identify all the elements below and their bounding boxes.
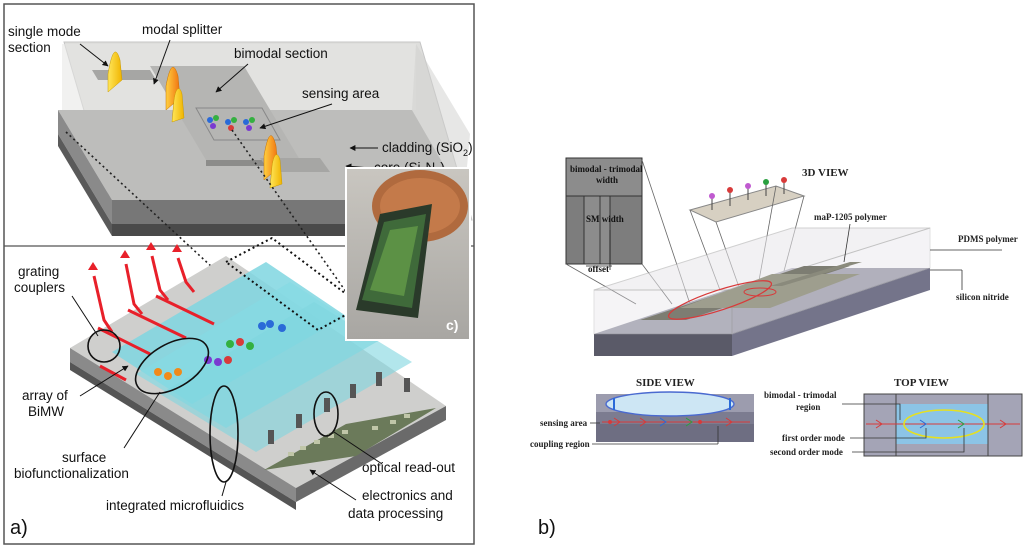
label-pdms: PDMS polymer [958, 234, 1018, 244]
arrow-microfluidics [221, 481, 227, 497]
arrow-modal-splitter [153, 39, 171, 85]
arrow-sensing-area-top [259, 103, 333, 130]
circle-grating [87, 329, 121, 363]
zoom-line-left [65, 131, 227, 281]
photo-c-label: c) [446, 317, 458, 333]
ellipse-readout [313, 391, 339, 437]
label-silicon-nitride: silicon nitride [956, 292, 1009, 302]
arrow-grating [71, 295, 99, 337]
label-3d-view: 3D VIEW [802, 167, 849, 179]
arrow-electronics [309, 469, 357, 501]
inset-label-offset: offset [588, 264, 609, 274]
panel-a-label: a) [10, 517, 28, 539]
label-bimodal-section: bimodal section [234, 46, 328, 61]
label-first-order: first order mode [782, 433, 845, 443]
arrow-array [79, 365, 129, 397]
ellipse-microfluidics [209, 385, 239, 483]
label-top-view: TOP VIEW [894, 377, 949, 389]
inset-label-sm-width: SM width [586, 214, 624, 224]
photo-c: c) [345, 167, 471, 341]
label-microfluidics: integrated microfluidics [106, 498, 244, 513]
arrow-readout [333, 431, 383, 465]
label-readout: optical read-out [362, 460, 455, 475]
label-modal-splitter: modal splitter [142, 22, 223, 37]
arrow-bimodal-section [215, 63, 249, 93]
label-map-polymer: maP-1205 polymer [814, 212, 887, 222]
side-view: SIDE VIEW sensing area coupling region [530, 377, 754, 449]
panel-b-label: b) [538, 517, 556, 539]
label-cladding: cladding (SiO2) [382, 140, 473, 158]
label-coupling-region: coupling region [530, 439, 590, 449]
arrow-surface [123, 391, 161, 449]
chip-3d [593, 227, 931, 356]
label-sensing-area-top: sensing area [302, 86, 380, 101]
label-side-view: SIDE VIEW [636, 377, 695, 389]
ellipse-surface [134, 337, 210, 395]
bimw-chip-bottom [70, 236, 446, 510]
label-second-order: second order mode [770, 447, 843, 457]
zoom-line-right [231, 129, 357, 307]
molecule-plate [688, 177, 806, 223]
label-sensing-area-b: sensing area [540, 418, 588, 428]
arrow-single-mode [79, 43, 109, 67]
bimw-chip-top [58, 41, 473, 236]
